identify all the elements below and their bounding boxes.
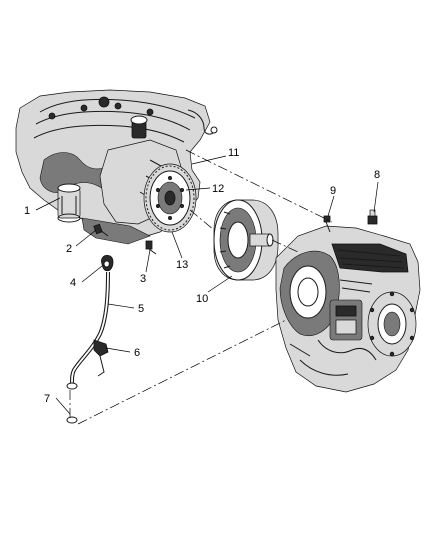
alignment-line: [185, 149, 333, 223]
callout-7: 7: [44, 393, 50, 405]
fill-tube-nipple-icon: [323, 215, 331, 233]
callout-2: 2: [66, 243, 72, 255]
transaxle-icon: [275, 225, 421, 393]
alignment-line: [77, 319, 287, 425]
callout-9: 9: [330, 185, 336, 197]
torque-converter-icon: [213, 199, 279, 281]
callout-13: 13: [176, 259, 188, 271]
alignment-line: [271, 239, 299, 253]
callout-6: 6: [134, 347, 140, 359]
leader-lines: [35, 155, 379, 415]
flexplate-icon: [143, 163, 197, 233]
callout-10: 10: [196, 293, 208, 305]
callout-4: 4: [70, 277, 76, 289]
bolt-icon: [367, 209, 378, 225]
alignment-line: [189, 209, 215, 231]
callout-5: 5: [138, 303, 144, 315]
oil-filter-icon: [57, 183, 81, 223]
callout-11: 11: [228, 147, 239, 159]
bolt-icon: [93, 223, 109, 237]
callout-3: 3: [140, 273, 146, 285]
callout-12: 12: [212, 183, 224, 195]
callout-1: 1: [24, 205, 30, 217]
bolt-icon: [145, 240, 157, 255]
dipstick-tube-icon: [66, 255, 114, 424]
callout-8: 8: [374, 169, 380, 181]
